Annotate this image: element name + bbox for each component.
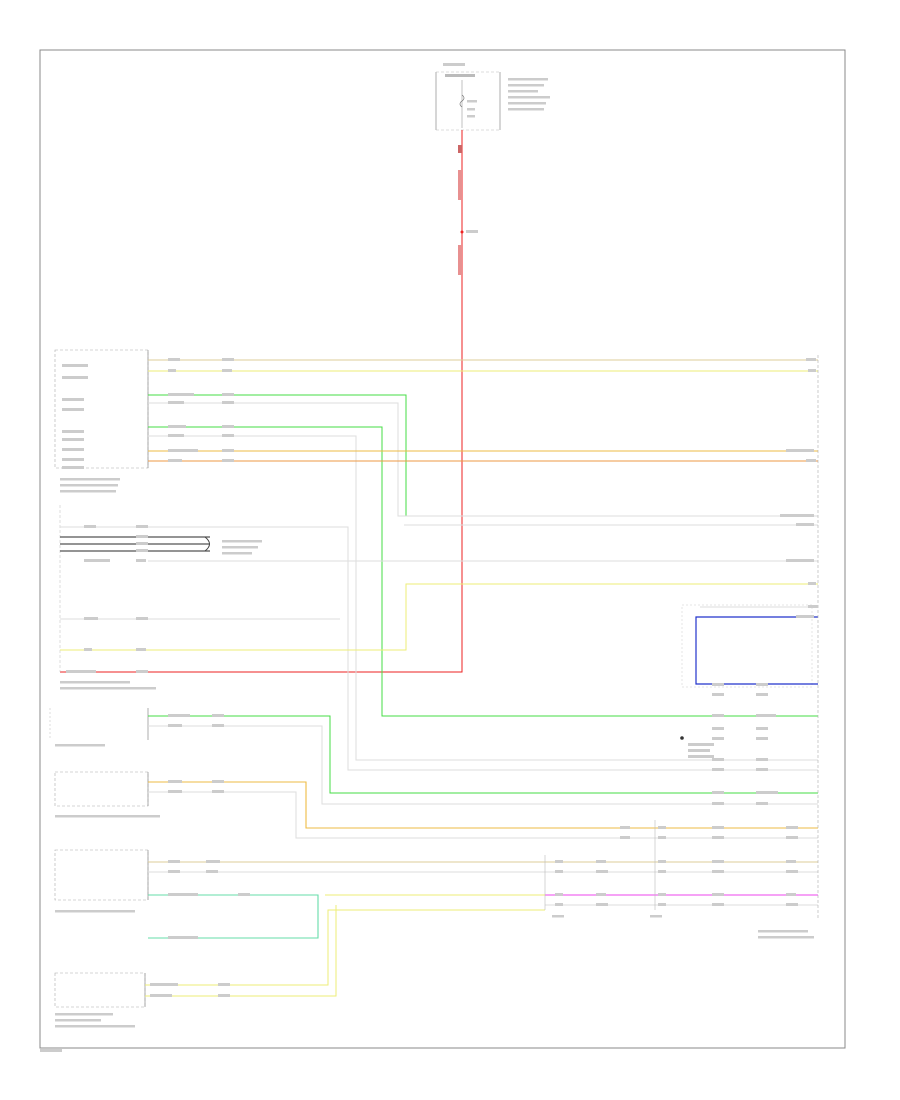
wire-blue — [695, 616, 818, 685]
wire-gray — [148, 791, 818, 839]
wire-yellow — [145, 905, 337, 997]
wire-teal — [148, 894, 319, 939]
wire-green — [148, 715, 818, 794]
splice-dot — [680, 736, 684, 740]
wire-green — [148, 426, 818, 717]
wire-red-feed — [60, 130, 463, 673]
wire-green — [148, 394, 407, 516]
instrument-cluster — [54, 849, 149, 913]
wire-gray — [148, 435, 818, 761]
inline-connector — [544, 820, 662, 918]
inflatable-restraint-module — [54, 771, 160, 818]
wire-gray — [60, 526, 818, 771]
body-control-module — [54, 349, 149, 493]
wire-label-marks — [40, 358, 818, 1052]
diagram-frame — [39, 49, 846, 1049]
fuse-block-top — [435, 63, 550, 131]
wire-gray — [148, 725, 818, 805]
right-connector — [758, 355, 819, 939]
wire-amber — [148, 781, 818, 829]
data-link-connector — [59, 505, 156, 690]
memory-seat-module — [54, 972, 146, 1028]
hvac-module — [49, 708, 149, 747]
wire-yellow — [145, 909, 545, 986]
wire-yellow — [60, 583, 818, 651]
wire-gray — [148, 402, 818, 517]
